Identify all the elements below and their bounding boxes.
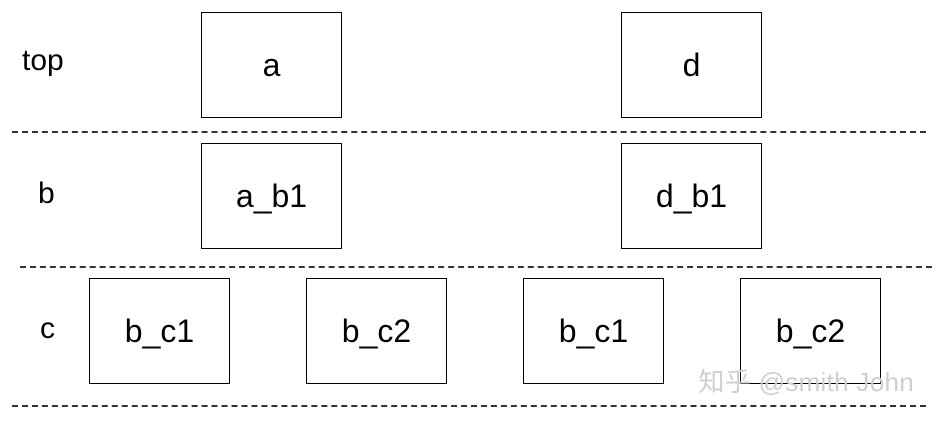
node-b-c2-left: b_c2 — [306, 278, 447, 384]
node-a-b1: a_b1 — [201, 143, 342, 249]
row-label-top: top — [22, 44, 64, 77]
row-divider-2 — [20, 266, 932, 268]
row-divider-3 — [12, 405, 926, 407]
watermark-text: 知乎 @smith John — [698, 367, 914, 397]
row-label-b: b — [38, 177, 55, 210]
node-b-c1-right: b_c1 — [523, 278, 664, 384]
node-d: d — [621, 12, 762, 118]
node-b-c1-left: b_c1 — [89, 278, 230, 384]
node-a: a — [201, 12, 342, 118]
node-d-b1: d_b1 — [621, 143, 762, 249]
node-b-c2-right: b_c2 — [740, 278, 881, 384]
row-divider-1 — [12, 131, 926, 133]
row-label-c: c — [40, 312, 55, 345]
